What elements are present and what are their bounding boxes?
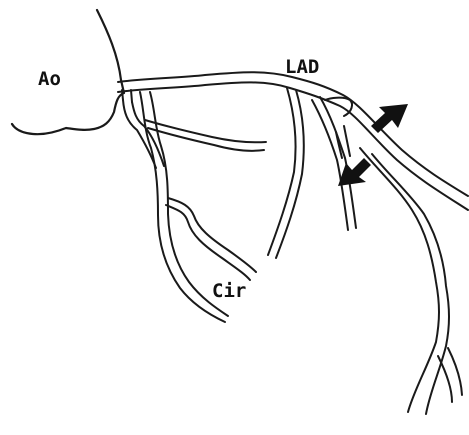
arrow-icon — [371, 104, 408, 133]
lad-trunk — [118, 72, 468, 210]
inner-branch — [145, 120, 266, 151]
aorta-label: Ao — [38, 68, 61, 90]
septal-branch — [312, 97, 356, 230]
aorta-outline — [12, 10, 124, 134]
lower-branch — [438, 348, 462, 402]
diagonal-branch — [268, 88, 304, 258]
circumflex-label: Cir — [212, 280, 246, 302]
arrow-icon — [338, 158, 371, 186]
lad-label: LAD — [285, 56, 319, 78]
distal-lad — [360, 148, 449, 414]
